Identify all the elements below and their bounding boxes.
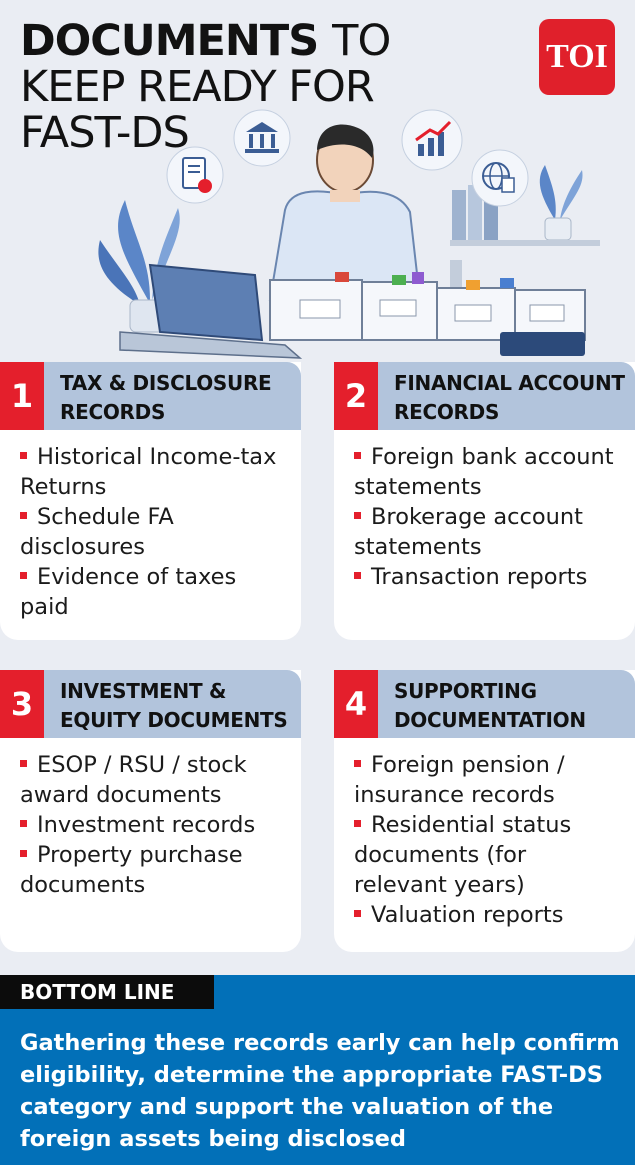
list-item: Evidence of taxes paid — [20, 562, 291, 622]
card-number: 3 — [0, 670, 44, 738]
bottom-line-label: BOTTOM LINE — [0, 975, 214, 1009]
card-number: 1 — [0, 362, 44, 430]
list-item: ESOP / RSU / stock award documents — [20, 750, 291, 810]
plant-right-icon — [539, 165, 583, 241]
card-header: 1 TAX & DISCLOSURE RECORDS — [0, 362, 301, 430]
card-header: 3 INVESTMENT & EQUITY DOCUMENTS — [0, 670, 301, 738]
list-item: Historical Income-tax Returns — [20, 442, 291, 502]
card-title: FINANCIAL ACCOUNT RECORDS — [394, 371, 625, 424]
card-header: 2 FINANCIAL ACCOUNT RECORDS — [334, 362, 635, 430]
list-item: Investment records — [20, 810, 291, 840]
bottom-line-section: BOTTOM LINE Gathering these records earl… — [0, 975, 635, 1165]
card-list: Foreign bank account statements Brokerag… — [334, 430, 635, 608]
card-title: TAX & DISCLOSURE RECORDS — [60, 371, 272, 424]
title-rest: TO KEEP READY FOR FAST-DS — [20, 16, 391, 158]
card-financial-account: 2 FINANCIAL ACCOUNT RECORDS Foreign bank… — [334, 362, 635, 640]
card-title: SUPPORTING DOCUMENTATION — [394, 679, 586, 732]
card-header: 4 SUPPORTING DOCUMENTATION — [334, 670, 635, 738]
file-boxes — [269, 272, 586, 356]
list-item: Foreign bank account statements — [354, 442, 625, 502]
page-title: DOCUMENTS TO KEEP READY FOR FAST-DS — [20, 18, 480, 156]
card-number: 2 — [334, 362, 378, 430]
list-item: Residential status documents (for releva… — [354, 810, 625, 900]
document-check-icon — [166, 146, 224, 204]
list-item: Valuation reports — [354, 900, 625, 930]
title-bold: DOCUMENTS — [20, 16, 319, 66]
card-title: INVESTMENT & EQUITY DOCUMENTS — [60, 679, 288, 732]
illustration — [98, 109, 600, 359]
card-number: 4 — [334, 670, 378, 738]
card-list: ESOP / RSU / stock award documents Inves… — [0, 738, 301, 916]
growth-chart-icon — [401, 109, 463, 171]
card-list: Foreign pension / insurance records Resi… — [334, 738, 635, 946]
laptop-icon — [119, 263, 303, 359]
list-item: Brokerage account statements — [354, 502, 625, 562]
card-supporting-documentation: 4 SUPPORTING DOCUMENTATION Foreign pensi… — [334, 670, 635, 952]
list-item: Schedule FA disclosures — [20, 502, 291, 562]
bottom-line-text: Gathering these records early can help c… — [20, 1030, 620, 1152]
globe-document-icon — [471, 149, 529, 207]
list-item: Property purchase documents — [20, 840, 291, 900]
bank-icon — [233, 109, 291, 167]
list-item: Foreign pension / insurance records — [354, 750, 625, 810]
person-illustration — [268, 124, 422, 301]
card-investment-equity: 3 INVESTMENT & EQUITY DOCUMENTS ESOP / R… — [0, 670, 301, 952]
card-list: Historical Income-tax Returns Schedule F… — [0, 430, 301, 638]
list-item: Transaction reports — [354, 562, 625, 592]
toi-logo: TOI — [539, 19, 615, 95]
card-tax-disclosure: 1 TAX & DISCLOSURE RECORDS Historical In… — [0, 362, 301, 640]
